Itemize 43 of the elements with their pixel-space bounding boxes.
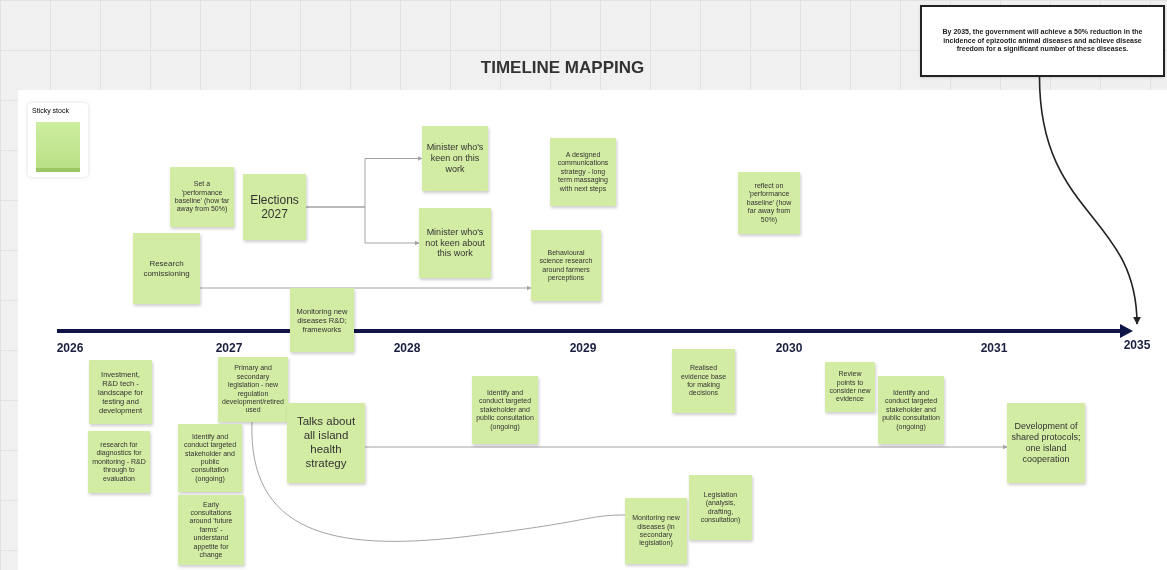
sticky-note <box>550 138 616 206</box>
sticky-note <box>878 376 944 444</box>
sticky-note <box>170 167 234 227</box>
sticky-note <box>1007 403 1085 483</box>
sticky-note <box>738 172 800 234</box>
sticky-note <box>133 233 200 304</box>
arrow <box>364 444 1008 450</box>
sticky-note <box>218 357 288 422</box>
connector-line <box>251 421 626 542</box>
sticky-note <box>531 230 601 301</box>
sticky-note <box>287 403 365 483</box>
sticky-stock-panel <box>28 103 88 177</box>
sticky-note <box>625 498 687 564</box>
title: TIMELINE MAPPING <box>479 57 646 79</box>
note-text: Development of shared protocols; one island cooperation <box>1011 421 1081 465</box>
sticky-note <box>243 174 306 240</box>
year-label: 2030 <box>774 340 804 357</box>
note-text: Research comissioning <box>142 258 191 279</box>
year-label: 2035 <box>1117 338 1157 356</box>
year-label: 2027 <box>214 340 244 357</box>
year-label: 2028 <box>392 340 422 357</box>
sticky-note <box>88 431 150 493</box>
sticky-note <box>89 360 152 424</box>
year-label: 2031 <box>979 340 1009 357</box>
year-label: 2026 <box>55 340 85 357</box>
sticky-note <box>422 126 488 191</box>
year-label: 2029 <box>568 340 598 357</box>
sticky-note <box>178 495 244 565</box>
sticky-note <box>825 362 875 412</box>
note-text: Minister who's not keen about this work <box>424 226 486 260</box>
arrow <box>1038 76 1141 325</box>
sticky-note <box>36 122 80 172</box>
sticky-note <box>672 349 735 413</box>
arrow <box>305 206 420 246</box>
sticky-note <box>178 424 242 492</box>
note-text: Minister who's keen on this work <box>426 142 484 175</box>
note-text: Talks about all island health strategy <box>295 415 357 471</box>
sticky-note <box>290 288 354 352</box>
sticky-note <box>419 208 491 278</box>
sticky-note <box>689 475 752 540</box>
note-text: Elections 2027 <box>249 192 300 222</box>
sticky-note <box>472 376 538 444</box>
goal-callout-box <box>920 5 1165 77</box>
